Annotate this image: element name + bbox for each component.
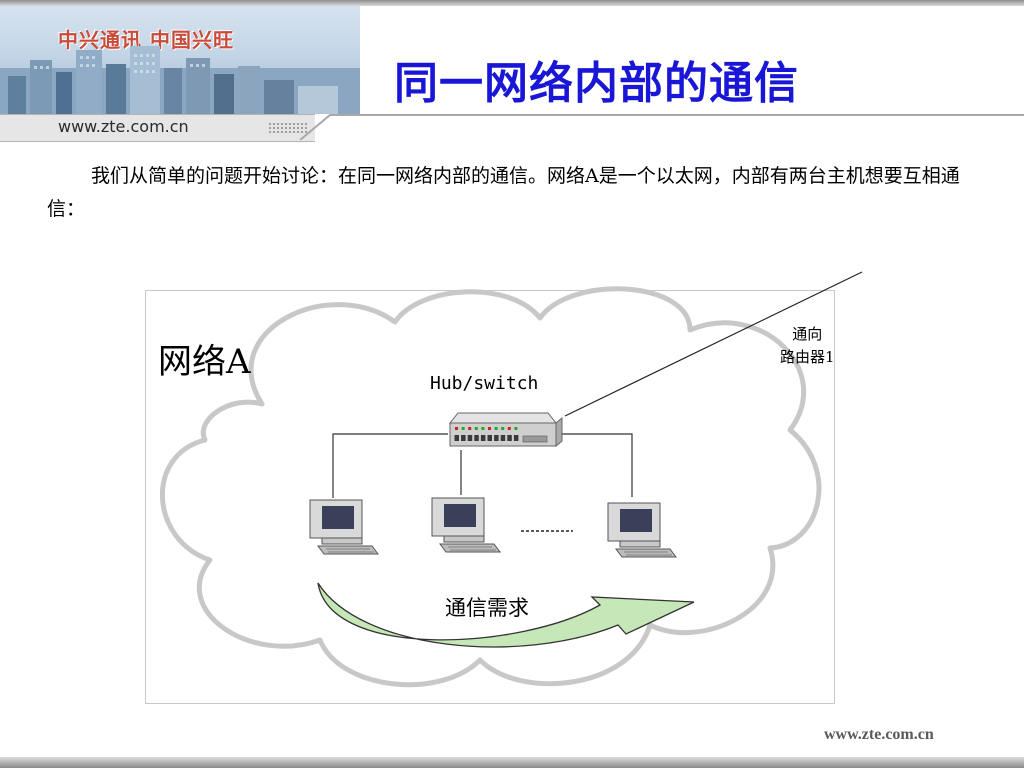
network-cloud xyxy=(159,286,822,688)
banner-url: www.zte.com.cn xyxy=(58,117,189,136)
hub-led xyxy=(481,427,485,430)
hub-port xyxy=(487,435,492,441)
hub-led xyxy=(461,427,465,430)
hub-port xyxy=(474,435,479,441)
computer-icon-right xyxy=(607,502,677,558)
top-border xyxy=(0,0,1024,6)
header-divider xyxy=(299,114,1024,140)
hub-port xyxy=(454,435,459,441)
hub-led xyxy=(514,427,518,430)
hub-port xyxy=(507,435,512,441)
hub-led xyxy=(455,427,458,430)
hub-led xyxy=(488,427,491,430)
hub-switch-icon xyxy=(448,412,563,448)
hub-led xyxy=(507,427,511,430)
hub-port xyxy=(513,435,519,441)
communication-label: 通信需求 xyxy=(445,596,529,620)
router-label-line1: 通向 xyxy=(792,325,823,343)
diagram-frame xyxy=(145,290,835,704)
hub-port xyxy=(494,435,499,441)
cable-left xyxy=(332,433,448,498)
hub-led xyxy=(474,427,478,430)
city-skyline-image xyxy=(0,46,360,114)
hub-switch-label: Hub/switch xyxy=(430,373,539,394)
computer-icon-middle xyxy=(431,497,501,553)
hub-port xyxy=(461,435,466,441)
header-url-bar: www.zte.com.cn xyxy=(0,114,1024,142)
hub-port xyxy=(500,435,506,441)
cable-right xyxy=(553,433,633,497)
url-strip: www.zte.com.cn xyxy=(0,114,315,142)
hub-port xyxy=(467,435,473,441)
router-label-line2: 路由器1 xyxy=(780,348,835,366)
router-link-line xyxy=(564,271,863,417)
header-banner: 中兴通讯 中国兴旺 xyxy=(0,6,360,114)
dotted-pattern xyxy=(268,122,308,133)
intro-paragraph: 我们从简单的问题开始讨论：在同一网络内部的通信。网络A是一个以太网，内部有两台主… xyxy=(47,165,960,220)
page-title: 同一网络内部的通信 xyxy=(394,58,799,109)
hub-led xyxy=(501,427,505,430)
router-label: 通向 路由器1 xyxy=(780,323,835,369)
hub-led xyxy=(468,427,472,430)
footer-url: www.zte.com.cn xyxy=(824,726,934,743)
hub-led xyxy=(494,427,498,430)
hub-port xyxy=(480,435,486,441)
computer-icon-left xyxy=(309,499,379,555)
network-a-label: 网络A xyxy=(158,342,251,382)
communication-arrow xyxy=(317,582,695,648)
bottom-border xyxy=(0,757,1024,768)
